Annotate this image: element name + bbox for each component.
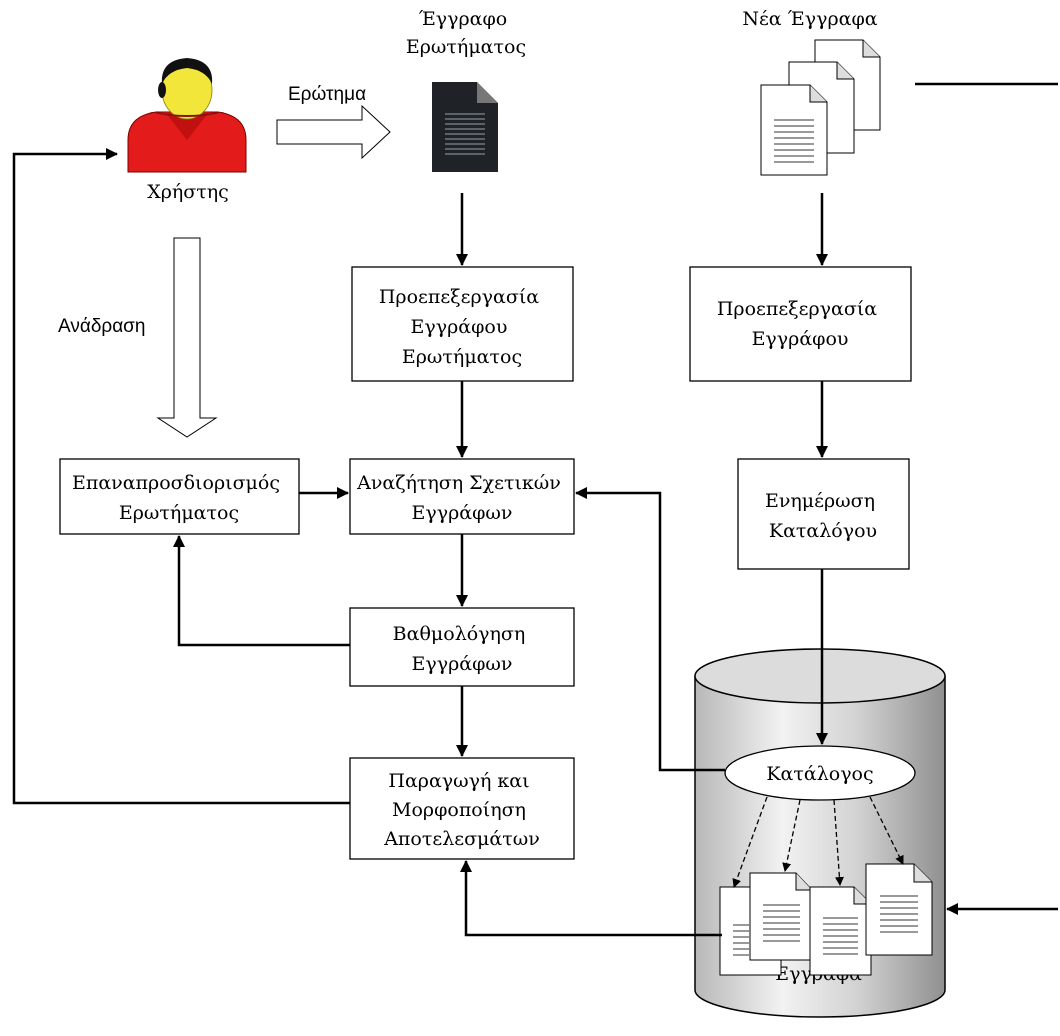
- box-search-line2: Εγγράφων: [412, 502, 513, 524]
- box-results-line2: Μορφοποίηση: [392, 799, 526, 821]
- query-document-label-line2: Ερωτήματος: [406, 36, 526, 58]
- box-update-catalog-line1: Ενημέρωση: [765, 490, 875, 512]
- box-ranking-line2: Εγγράφων: [412, 653, 513, 675]
- svg-text:Προεπεξεργασία Εγγράφου: Προεπεξεργασία Εγγράφου Ερωτήματος: [379, 286, 545, 368]
- box-update-catalog-line2: Καταλόγου: [769, 520, 877, 542]
- box-ranking: Βαθμολόγηση Εγγράφων: [349, 607, 575, 687]
- query-document-label-line1: Έγγραφο: [419, 8, 508, 30]
- arrow-catalog-to-search: [575, 487, 725, 772]
- dashed-arrow-catalog-doc2: [782, 799, 801, 872]
- box-reformulate-line2: Ερωτήματος: [119, 502, 239, 524]
- svg-text:Προεπεξεργασία Εγγράφου: Προεπεξεργασία Εγγράφου: [717, 298, 883, 350]
- svg-text:Αναζήτηση Σχετικών Εγγρά: Αναζήτηση Σχετικών Εγγράφων: [356, 472, 567, 524]
- svg-text:Ενημέρωση Καταλόγου: Ενημέρωση Καταλόγου: [765, 490, 881, 542]
- box-preprocess-doc: Προεπεξεργασία Εγγράφου: [689, 266, 912, 382]
- arrow-results-to-user: [12, 148, 350, 805]
- box-results: Παραγωγή και Μορφοποίηση Αποτελεσμάτων: [349, 757, 575, 860]
- catalog-label: Κατάλογος: [766, 763, 873, 785]
- query-hollow-arrow: [276, 104, 391, 160]
- box-preprocess-doc-line1: Προεπεξεργασία: [717, 298, 877, 320]
- query-label: Ερώτημα: [288, 84, 366, 105]
- box-search: Αναζήτηση Σχετικών Εγγράφων: [349, 458, 575, 535]
- dashed-arrow-catalog-doc4: [869, 796, 904, 865]
- box-reformulate: Επαναπροσδιορισμός Ερωτήματος: [59, 458, 300, 535]
- catalog-node: Κατάλογος: [724, 745, 916, 801]
- user-icon: [127, 58, 247, 173]
- new-documents-icon: [760, 39, 881, 176]
- box-preprocess-query-line1: Προεπεξεργασία: [379, 286, 539, 308]
- box-update-catalog: Ενημέρωση Καταλόγου: [737, 458, 910, 570]
- feedback-label: Ανάδραση: [58, 316, 145, 337]
- box-ranking-line1: Βαθμολόγηση: [393, 623, 526, 645]
- user-label: Χρήστης: [147, 181, 229, 203]
- svg-text:Επαναπροσδιορισμός Ερωτή: Επαναπροσδιορισμός Ερωτήματος: [72, 472, 286, 524]
- query-document-icon: [432, 82, 498, 172]
- feedback-hollow-arrow: [156, 237, 218, 438]
- box-search-line1: Αναζήτηση Σχετικών: [356, 472, 561, 494]
- dashed-arrow-catalog-doc3: [833, 799, 844, 886]
- svg-text:Παραγωγή και Μορφοποίηση: Παραγωγή και Μορφοποίηση Αποτελεσμάτων: [383, 770, 540, 850]
- new-documents-label: Νέα Έγγραφα: [742, 8, 877, 30]
- arrow-documents-to-results: [460, 860, 722, 937]
- box-preprocess-query-line3: Ερωτήματος: [402, 346, 522, 368]
- box-preprocess-query: Προεπεξεργασία Εγγράφου Ερωτήματος: [351, 266, 574, 382]
- svg-text:Βαθμολόγηση Εγγράφων: Βαθμολόγηση Εγγράφων: [393, 623, 532, 675]
- box-preprocess-query-line2: Εγγράφου: [411, 316, 508, 338]
- query-document-label: Έγγραφο Ερωτήματος: [406, 8, 526, 58]
- arrow-ranking-to-reformulate: [173, 535, 350, 647]
- box-reformulate-line1: Επαναπροσδιορισμός: [72, 472, 280, 494]
- box-preprocess-doc-line2: Εγγράφου: [752, 328, 849, 350]
- stored-documents-icons: [719, 863, 933, 976]
- box-results-line1: Παραγωγή και: [388, 770, 529, 792]
- box-results-line3: Αποτελεσμάτων: [383, 828, 540, 850]
